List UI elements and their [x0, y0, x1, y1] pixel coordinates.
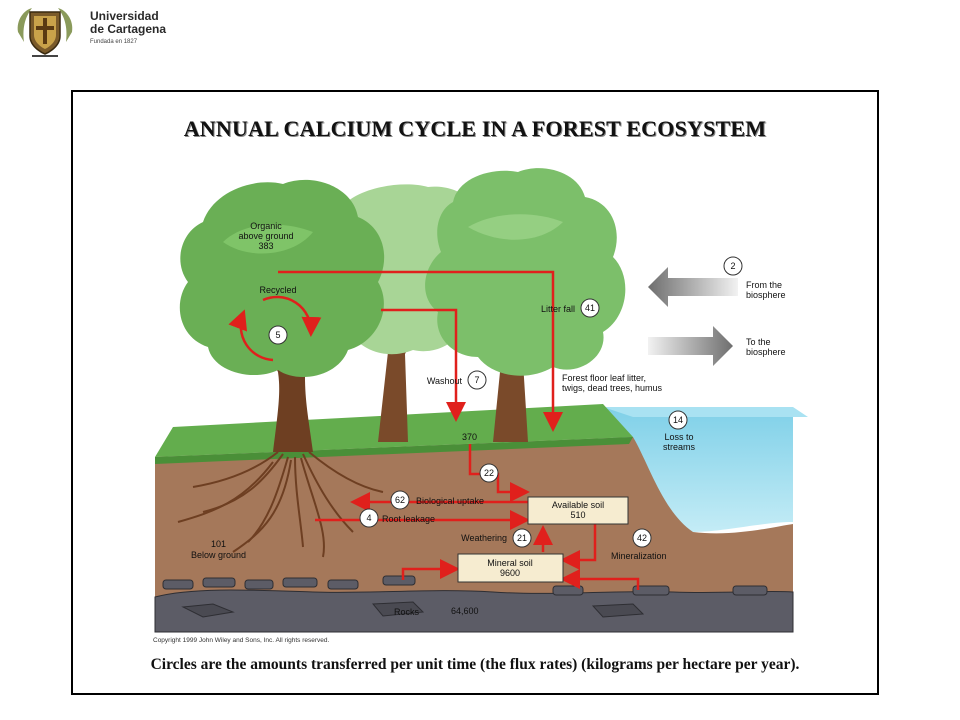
- root-leakage-label: Root leakage: [382, 514, 435, 524]
- biological-uptake-label: Biological uptake: [416, 496, 484, 506]
- biological-uptake-value: 62: [395, 495, 405, 505]
- loss-streams-circle: [668, 410, 688, 430]
- forest-floor-value: 370: [462, 432, 477, 442]
- diagram-caption: Circles are the amounts transferred per …: [150, 656, 800, 673]
- available-soil-box: [527, 496, 629, 525]
- loss-streams-value: 14: [673, 415, 683, 425]
- copyright-note: Copyright 1999 John Wiley and Sons, Inc.…: [153, 637, 330, 644]
- root-leakage-circle: [359, 508, 379, 528]
- from-biosphere-arrow: [648, 267, 738, 307]
- washout-value: 7: [474, 375, 479, 385]
- forest-floor-line1: Forest floor leaf litter,: [562, 373, 646, 383]
- organic-above-line2: above ground: [238, 231, 293, 241]
- middle-tree-trunk: [373, 327, 418, 442]
- litter-fall-value: 41: [585, 303, 595, 313]
- available-soil-value: 510: [570, 510, 585, 520]
- university-name-line1: Universidad: [90, 9, 159, 23]
- to-biosphere-line1: To the: [746, 337, 771, 347]
- mineral-soil-value: 9600: [500, 568, 520, 578]
- recycled-circle: [268, 325, 288, 345]
- organic-above-line1: Organic: [250, 221, 282, 231]
- from-biosphere-circle: [723, 256, 743, 276]
- university-header: Universidad de Cartagena Fundada en 1827: [10, 2, 270, 62]
- washout-circle: [467, 370, 487, 390]
- below-ground-value: 101: [211, 539, 226, 549]
- from-biosphere-line2: biosphere: [746, 290, 786, 300]
- mineral-soil-box: [457, 553, 564, 583]
- litter-fall-label: Litter fall: [541, 304, 575, 314]
- biological-uptake-circle: [390, 490, 410, 510]
- organic-above-value: 383: [258, 241, 273, 251]
- weathering-circle: [512, 528, 532, 548]
- available-soil-label: Available soil: [552, 500, 604, 510]
- transfer-22-value: 22: [484, 468, 494, 478]
- rocks-layer: [154, 575, 794, 633]
- from-biosphere-value: 2: [730, 261, 735, 271]
- weathering-value: 21: [517, 533, 527, 543]
- mineral-soil-label: Mineral soil: [487, 558, 533, 568]
- litter-fall-circle: [580, 298, 600, 318]
- university-crest-icon: [17, 8, 73, 57]
- from-biosphere-line1: From the: [746, 280, 782, 290]
- weathering-label: Weathering: [461, 533, 507, 543]
- flux-arrows: [228, 270, 640, 590]
- recycled-value: 5: [275, 330, 280, 340]
- mineralization-label: Mineralization: [611, 551, 667, 561]
- rocks-value: 64,600: [451, 606, 479, 616]
- university-founded: Fundada en 1827: [90, 39, 138, 45]
- tree-roots: [177, 451, 384, 558]
- diagram-title: ANNUAL CALCIUM CYCLE IN A FOREST ECOSYST…: [183, 116, 767, 141]
- below-ground-label: Below ground: [191, 550, 246, 560]
- flux-circles: [268, 256, 743, 548]
- rocks-label: Rocks: [394, 607, 420, 617]
- to-biosphere-line2: biosphere: [746, 347, 786, 357]
- root-leakage-value: 4: [366, 513, 371, 523]
- mineralization-circle: [632, 528, 652, 548]
- to-biosphere-arrow: [648, 326, 733, 366]
- washout-label: Washout: [427, 376, 463, 386]
- mineralization-value: 42: [637, 533, 647, 543]
- university-name-line2: de Cartagena: [90, 22, 167, 36]
- transfer-22-circle: [479, 463, 499, 483]
- recycled-label: Recycled: [259, 285, 296, 295]
- diagram-frame: ANNUAL CALCIUM CYCLE IN A FOREST ECOSYST…: [71, 90, 879, 695]
- loss-streams-line1: Loss to: [664, 432, 693, 442]
- loss-streams-line2: streams: [663, 442, 696, 452]
- left-tree-canopy: [179, 179, 385, 378]
- calcium-cycle-diagram: Organic above ground 383 Recycled 5 Litt…: [154, 168, 808, 633]
- forest-floor-line2: twigs, dead trees, humus: [562, 383, 663, 393]
